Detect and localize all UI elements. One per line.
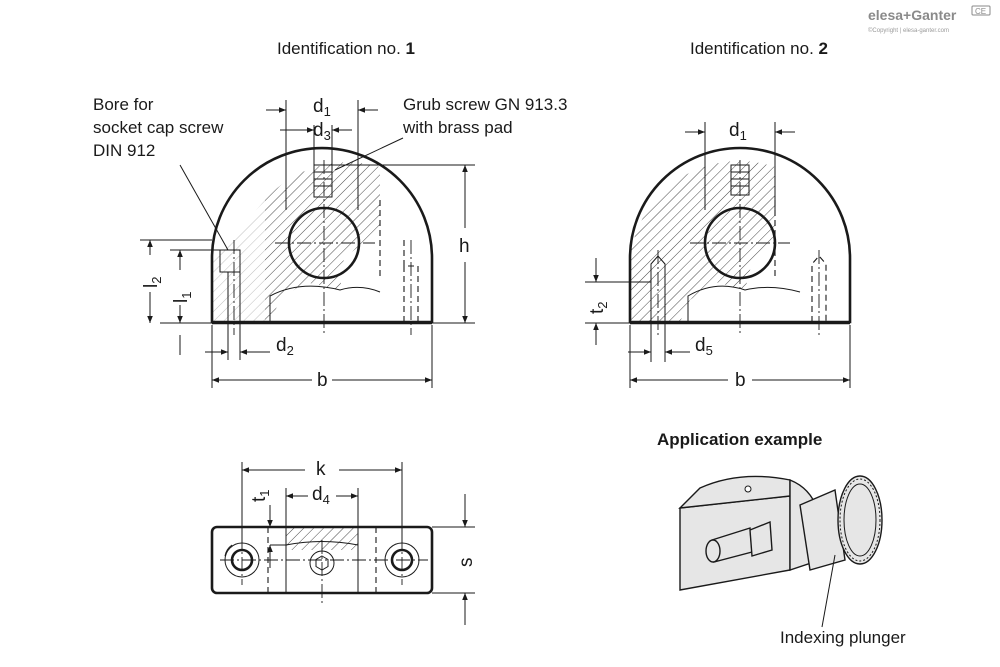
dim-s-label: s (456, 558, 477, 568)
view2-drawing (628, 146, 852, 335)
dim-d3-label: d3 (313, 120, 331, 143)
view2-dim-b-label: b (735, 370, 746, 391)
indexing-plunger-label: Indexing plunger (780, 628, 906, 647)
logo-text: elesa+Ganter (868, 7, 957, 23)
svg-text:Grub screw GN 913.3: Grub screw GN 913.3 (403, 95, 567, 114)
ce-mark-icon (971, 5, 991, 16)
bore-leader-line (179, 164, 229, 251)
view1-drawing (210, 146, 434, 335)
top-view-dimensions (241, 462, 475, 625)
dim-d4-label: d4 (312, 484, 330, 507)
top-view-drawing (210, 525, 434, 605)
application-example-image (678, 475, 883, 591)
view2-dimensions (585, 122, 851, 388)
dim-k-label: k (316, 459, 326, 480)
grub-screw-label: Grub screw GN 913.3 with brass pad (402, 95, 567, 137)
dim-d5-label: d5 (695, 335, 713, 358)
brand-logo: elesa+Ganter ©Copyright | elesa-ganter.c… (868, 5, 991, 34)
dim-l1-label: l1 (171, 292, 194, 303)
view2-dim-d1-label: d1 (729, 120, 747, 143)
svg-text:with brass pad: with brass pad (402, 118, 513, 137)
dim-d2-label: d2 (276, 335, 294, 358)
bore-label: Bore for socket cap screw DIN 912 (93, 95, 224, 160)
svg-text:DIN 912: DIN 912 (93, 141, 155, 160)
dim-d1-label: d1 (313, 96, 331, 119)
view2-title: Identification no. 2 (690, 39, 828, 58)
dim-b-label: b (317, 370, 328, 391)
dim-t2-label: t2 (587, 301, 610, 314)
application-title: Application example (657, 430, 822, 449)
copyright-text: ©Copyright | elesa-ganter.com (868, 27, 949, 34)
view1-dimensions (140, 100, 475, 388)
svg-text:socket cap screw: socket cap screw (93, 118, 224, 137)
ce-mark-text: CE (975, 7, 986, 16)
svg-text:Bore for: Bore for (93, 95, 154, 114)
dim-t1-label: t1 (249, 489, 272, 502)
view1-title: Identification no. 1 (277, 39, 415, 58)
plunger-leader-line (821, 554, 836, 628)
dim-h-label: h (459, 236, 470, 257)
dim-l2-label: l2 (141, 277, 164, 288)
